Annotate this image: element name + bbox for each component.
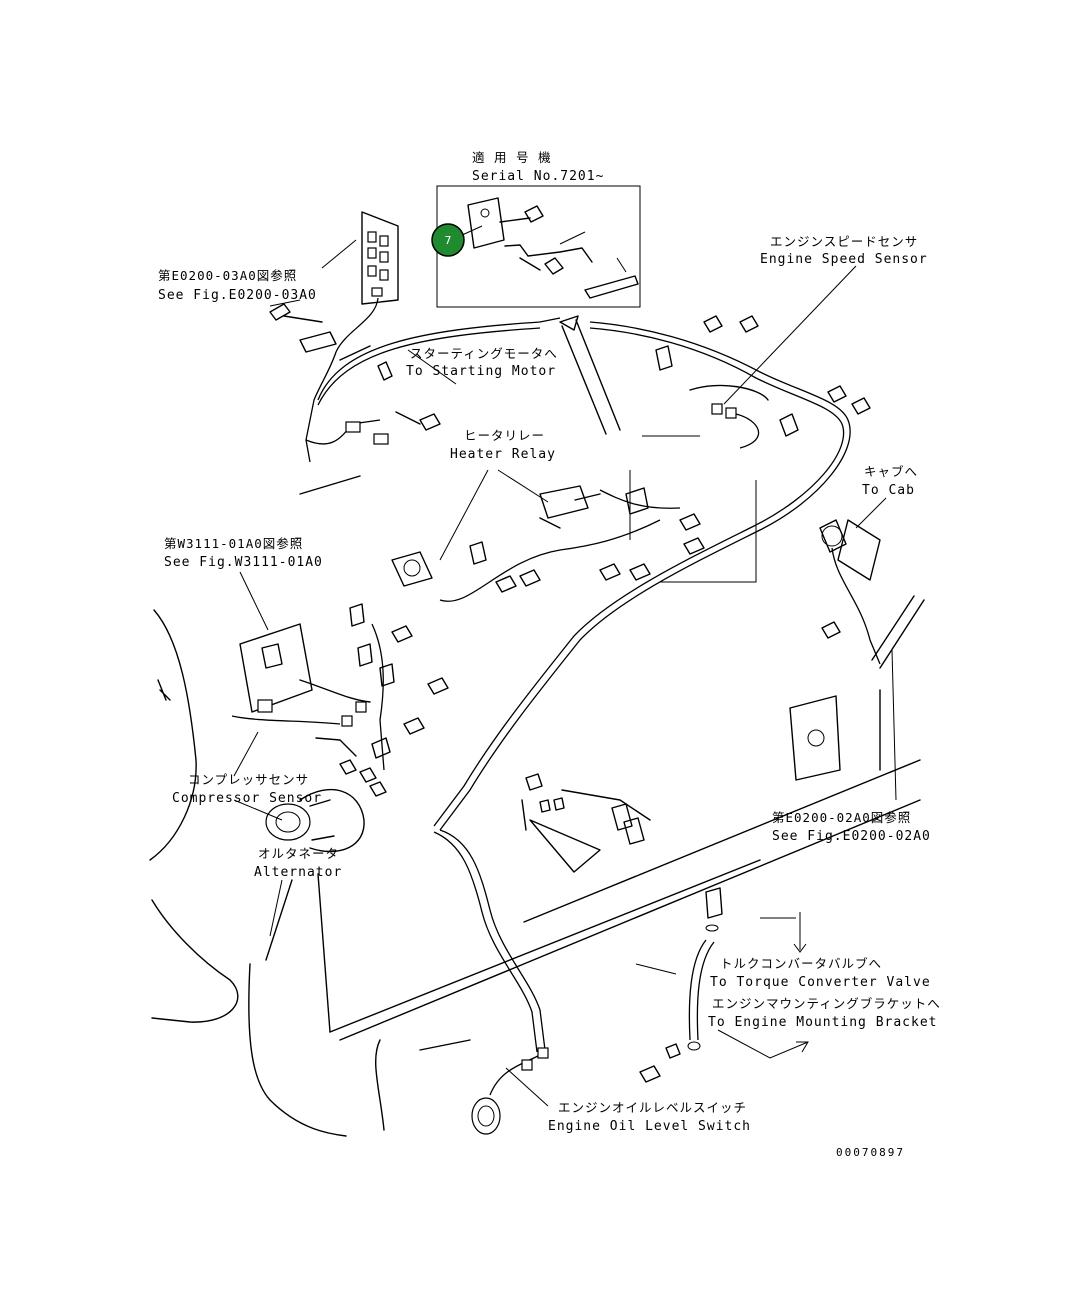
engine-outline: [149, 475, 921, 1137]
engine-speed-sensor-en: Engine Speed Sensor: [760, 252, 928, 267]
alternator-en: Alternator: [254, 865, 342, 880]
torque-converter-jp: トルクコンバータバルブへ: [720, 956, 882, 971]
compressor-bracket: [231, 623, 371, 725]
labels: 適 用 号 機 Serial No.7201~ 第E0200-03A0図参照 S…: [158, 150, 941, 1159]
engine-speed-sensor-jp: エンジンスピードセンサ: [770, 234, 918, 249]
main-harness: [317, 317, 851, 1096]
serial-inset: [436, 185, 641, 308]
engine-mounting-jp: エンジンマウンティングブラケットへ: [712, 996, 941, 1011]
ref-e0200-03a0-en: See Fig.E0200-03A0: [158, 288, 317, 303]
direction-arrow: [559, 315, 621, 435]
heater-relay-jp: ヒータリレー: [464, 428, 545, 443]
ground-strap: [639, 887, 723, 1083]
serial-label-jp: 適 用 号 機: [472, 150, 552, 165]
compressor-sensor-en: Compressor Sensor: [172, 791, 322, 806]
ref-w3111-01a0-jp: 第W3111-01A0図参照: [164, 536, 303, 551]
relay-detail-outline: [629, 435, 757, 583]
engine-mounting-en: To Engine Mounting Bracket: [708, 1015, 938, 1030]
to-cab-en: To Cab: [862, 483, 915, 498]
to-cab-jp: キャブへ: [864, 464, 918, 479]
oil-level-switch-en: Engine Oil Level Switch: [548, 1119, 751, 1134]
cab-connector: [819, 519, 925, 669]
starting-motor-harness: [269, 303, 441, 445]
heater-relay: [391, 485, 705, 602]
callout-marker[interactable]: 7: [431, 223, 483, 257]
ref-e0200-02a0-en: See Fig.E0200-02A0: [772, 829, 931, 844]
ref-w3111-01a0-en: See Fig.W3111-01A0: [164, 555, 323, 570]
engine-speed-sensor: [655, 315, 871, 449]
leader-lines: [233, 239, 897, 1107]
callout-number: 7: [445, 234, 452, 247]
ref-e0200-03a0-jp: 第E0200-03A0図参照: [158, 268, 297, 283]
alternator-jp: オルタネータ: [258, 846, 339, 861]
torque-converter-en: To Torque Converter Valve: [710, 975, 931, 990]
starting-motor-jp: スターティングモータへ: [410, 346, 558, 361]
compressor-sensor-jp: コンプレッサセンサ: [188, 772, 309, 787]
alternator: [265, 789, 365, 853]
serial-label-en: Serial No.7201~: [472, 169, 604, 184]
starting-motor-en: To Starting Motor: [406, 364, 556, 379]
oil-level-switch-jp: エンジンオイルレベルスイッチ: [558, 1100, 747, 1115]
drawing-number: 00070897: [836, 1146, 905, 1159]
harness-clips: [315, 603, 449, 797]
oil-level-switch: [471, 1047, 549, 1135]
heater-relay-en: Heater Relay: [450, 447, 556, 462]
ref-e0200-02a0-jp: 第E0200-02A0図参照: [772, 810, 911, 825]
bracket-e0200-02a0: [521, 695, 841, 873]
connector-panel-e0200-03a0: [305, 211, 399, 463]
